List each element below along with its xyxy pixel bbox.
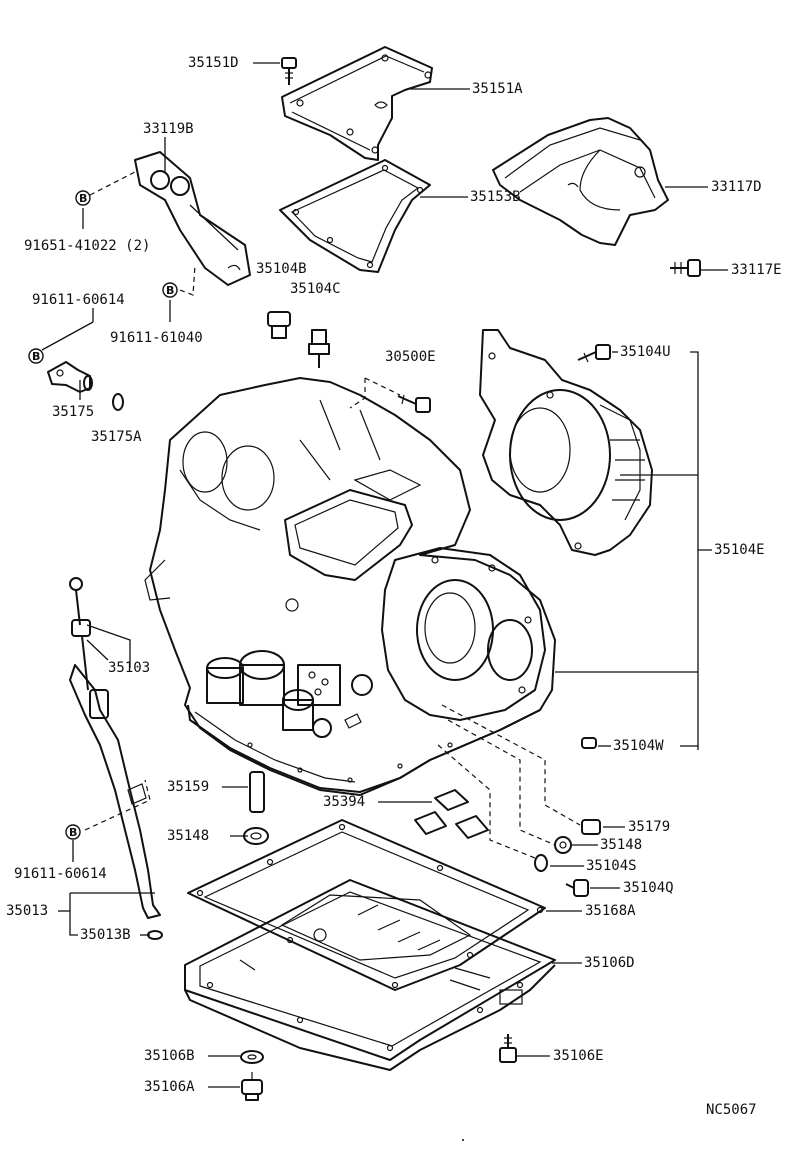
label-35106B: 35106B [144,1048,195,1064]
leader-lines [41,62,728,1088]
label-91651-41022: 91651-41022 (2) [24,238,151,254]
plug-35104C [308,329,330,368]
drain-plug-35106A [241,1072,263,1101]
badge-b-3: B [28,348,44,364]
label-91611-61040: 91611-61040 [110,330,203,346]
label-35168A: 35168A [585,903,636,919]
label-35013: 35013 [6,903,49,919]
badge-b-2: B [162,282,178,298]
seal-35148-right [554,836,572,854]
label-35148-right: 35148 [600,837,643,853]
svg-text:B: B [69,826,77,839]
label-35104U: 35104U [620,344,671,360]
o-ring-35175A [112,393,124,411]
sensor-35175 [47,361,93,393]
label-35179: 35179 [628,819,671,835]
label-35106D: 35106D [584,955,635,971]
label-35151D: 35151D [188,55,239,71]
label-35106A: 35106A [144,1079,195,1095]
bracket-33119B [134,151,251,286]
gasket-35106B [240,1050,264,1064]
label-35153B: 35153B [470,189,521,205]
badge-b-4: B [65,824,81,840]
label-35104W: 35104W [613,738,664,754]
gasket-35168A [187,819,546,991]
label-35104B: 35104B [256,261,307,277]
svg-text:B: B [32,350,40,363]
label-91611-60614-top: 91611-60614 [32,292,125,308]
label-35175A: 35175A [91,429,142,445]
gasket-35153B [279,159,431,273]
label-33117D: 33117D [711,179,762,195]
svg-text:B: B [79,192,87,205]
plug-35104W [581,737,597,749]
bolt-35106E [499,1034,517,1063]
label-35104C: 35104C [290,281,341,297]
label-35013B: 35013B [80,927,131,943]
label-35104E: 35104E [714,542,765,558]
drawing-code: NC5067 [706,1102,757,1118]
label-35104Q: 35104Q [623,880,674,896]
label-35148-left: 35148 [167,828,210,844]
label-33117E: 33117E [731,262,782,278]
bolt-33117E [670,259,701,277]
bolt-30500E [397,394,431,413]
label-33119B: 33119B [143,121,194,137]
pin-35159 [249,771,265,813]
svg-text:B: B [166,284,174,297]
oil-pan-35106D [184,879,556,1071]
label-30500E: 30500E [385,349,436,365]
magnets-35394 [414,789,489,839]
bolt-35104Q [565,879,589,897]
label-35394: 35394 [323,794,366,810]
badge-b-1: B [75,190,91,206]
side-cover-35151A [281,46,433,161]
shield-33117D [492,117,669,246]
o-ring-35104S [534,854,548,872]
label-35151A: 35151A [472,81,523,97]
bolt-35151D [281,57,297,85]
label-35175: 35175 [52,404,95,420]
label-35106E: 35106E [553,1048,604,1064]
bolt-35104U [577,344,611,363]
label-35159: 35159 [167,779,210,795]
o-ring-35013B [147,930,163,940]
label-35103: 35103 [108,660,151,676]
label-35104S: 35104S [586,858,637,874]
plug-35179 [581,819,601,835]
label-91611-60614-bottom: 91611-60614 [14,866,107,882]
housing-35104E [479,329,653,556]
plug-35104B [267,311,291,339]
seal-35148-left [243,827,269,845]
assembly-guide-lines [84,171,581,859]
transmission-case [144,377,556,796]
oil-tube-35013 [69,664,161,919]
